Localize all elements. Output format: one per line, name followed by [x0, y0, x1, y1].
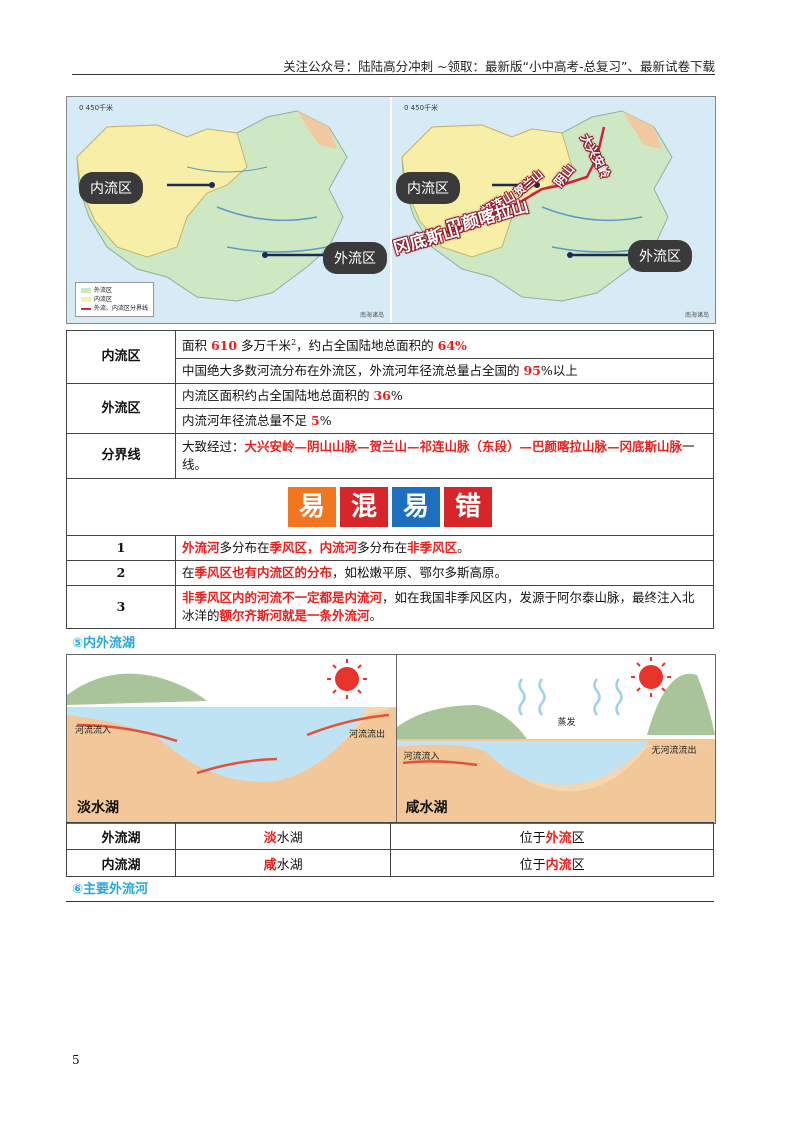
outer-runoff-cell: 内流河年径流总量不足 5% [175, 408, 714, 435]
lake-type-cell: 咸水湖 [174, 849, 392, 877]
page-header: 关注公众号：陆陆高分冲刺 ~领取：最新版“小中高考-总复习”、最新试卷下载 [283, 59, 715, 74]
table-row: 分界线 大致经过：大兴安岭—阴山山脉—贺兰山—祁连山脉（东段）—巴颜喀拉山脉—冈… [66, 433, 714, 480]
lake-row-label: 内流湖 [66, 849, 176, 877]
lake-type-table: 外流湖 淡水湖 位于外流区 内流湖 咸水湖 位于内流区 [66, 822, 714, 877]
map-scale: 0 450千米 [79, 104, 114, 112]
page-number: 5 [72, 1053, 80, 1067]
table-row: 外流区 内流区面积约占全国陆地总面积的 36% [66, 383, 714, 435]
error-text-3: 非季风区内的河流不一定都是内流河，如在我国非季风区内，发源于阿尔泰山脉，最终注入… [175, 585, 714, 630]
table-row: 3 非季风区内的河流不一定都是内流河，如在我国非季风区内，发源于阿尔泰山脉，最终… [66, 585, 714, 630]
inner-area-callout: 内流区 [79, 172, 143, 204]
lake-row-label: 外流湖 [66, 822, 176, 850]
evaporation-label: 蒸发 [557, 718, 576, 728]
error-number: 2 [66, 560, 176, 587]
inner-runoff-cell: 中国绝大多数河流分布在外流区，外流河年径流总量占全国的 95%以上 [175, 358, 714, 385]
row-label-boundary: 分界线 [66, 433, 176, 480]
table-row: 内流区 面积 610 多万千米2，约占全国陆地总面积的 64% [66, 329, 714, 385]
fresh-inflow-label: 河流流入 [75, 726, 112, 736]
no-outflow-label: 无河流流出 [651, 746, 697, 756]
lake-diagrams: 河流流入 河流流出 淡水湖 河流 [66, 654, 716, 824]
banner-tile: 易 [392, 487, 440, 528]
boundary-cell: 大致经过：大兴安岭—阴山山脉—贺兰山—祁连山脉（东段）—巴颜喀拉山脉—冈底斯山脉… [175, 433, 714, 480]
error-number: 1 [66, 535, 176, 562]
outer-area-cell: 内流区面积约占全国陆地总面积的 36% [175, 383, 714, 410]
drainage-maps: 0 450千米 内流区 外流区 外流区 内流区 外流、内流区分界线 南海诸岛 0… [66, 96, 716, 324]
salt-inflow-label: 河流流入 [403, 752, 440, 762]
section-heading-rivers: ⑥主要外流河 [72, 882, 149, 897]
fresh-outflow-label: 河流流出 [349, 730, 386, 740]
table-row: 2 在季风区也有内流区的分布，如松嫩平原、鄂尔多斯高原。 [66, 560, 714, 587]
salt-lake-title: 咸水湖 [405, 800, 448, 816]
easy-mistake-banner: 易 混 易 错 [66, 478, 714, 537]
outer-area-callout: 外流区 [628, 240, 692, 272]
table-row: 中国绝大多数河流分布在外流区，外流河年径流总量占全国的 95%以上 [67, 358, 714, 385]
table-row: 内流湖 咸水湖 位于内流区 [66, 849, 714, 877]
table-row: 易 混 易 错 [66, 478, 714, 537]
salt-lake-illustration [397, 655, 715, 823]
table-row: 外流湖 淡水湖 位于外流区 [66, 822, 714, 850]
map-note: 南海诸岛 [684, 312, 709, 319]
section-heading-lakes: ⑤内外流湖 [72, 636, 136, 651]
map-right: 0 450千米 大兴安岭 阴山 贺兰山 祁连山 巴颜喀拉山 冈底斯山 内流区 外… [390, 97, 715, 323]
inner-area-callout: 内流区 [396, 172, 460, 204]
outer-area-callout: 外流区 [323, 242, 387, 274]
lake-location-cell: 位于外流区 [390, 822, 714, 850]
banner-tile: 易 [288, 487, 336, 528]
row-label-inner: 内流区 [66, 329, 176, 385]
table-row: 1 外流河多分布在季风区，内流河多分布在非季风区。 [66, 535, 714, 562]
lake-location-cell: 位于内流区 [390, 849, 714, 877]
inner-area-cell: 面积 610 多万千米2，约占全国陆地总面积的 64% [175, 329, 714, 360]
error-text-2: 在季风区也有内流区的分布，如松嫩平原、鄂尔多斯高原。 [175, 560, 714, 587]
fresh-lake-illustration [67, 655, 397, 823]
lake-type-cell: 淡水湖 [174, 822, 392, 850]
section-rule [66, 901, 714, 902]
header-rule [72, 74, 715, 75]
map-legend: 外流区 内流区 外流、内流区分界线 [75, 282, 155, 317]
map-left: 0 450千米 内流区 外流区 外流区 内流区 外流、内流区分界线 南海诸岛 [67, 97, 390, 323]
error-text-1: 外流河多分布在季风区，内流河多分布在非季风区。 [175, 535, 714, 562]
error-number: 3 [66, 585, 176, 630]
map-note: 南海诸岛 [359, 312, 384, 319]
banner-tile: 错 [444, 487, 492, 528]
row-label-outer: 外流区 [66, 383, 176, 435]
salt-lake-diagram: 河流流入 蒸发 无河流流出 咸水湖 [396, 655, 715, 823]
fresh-lake-title: 淡水湖 [77, 800, 119, 816]
fresh-lake-diagram: 河流流入 河流流出 淡水湖 [67, 655, 397, 823]
map-scale: 0 450千米 [404, 104, 439, 112]
banner-tile: 混 [340, 487, 388, 528]
table-row: 内流河年径流总量不足 5% [67, 408, 714, 435]
china-map-right [392, 97, 715, 323]
drainage-info-table: 内流区 面积 610 多万千米2，约占全国陆地总面积的 64% 中国绝大多数河流… [66, 329, 714, 630]
